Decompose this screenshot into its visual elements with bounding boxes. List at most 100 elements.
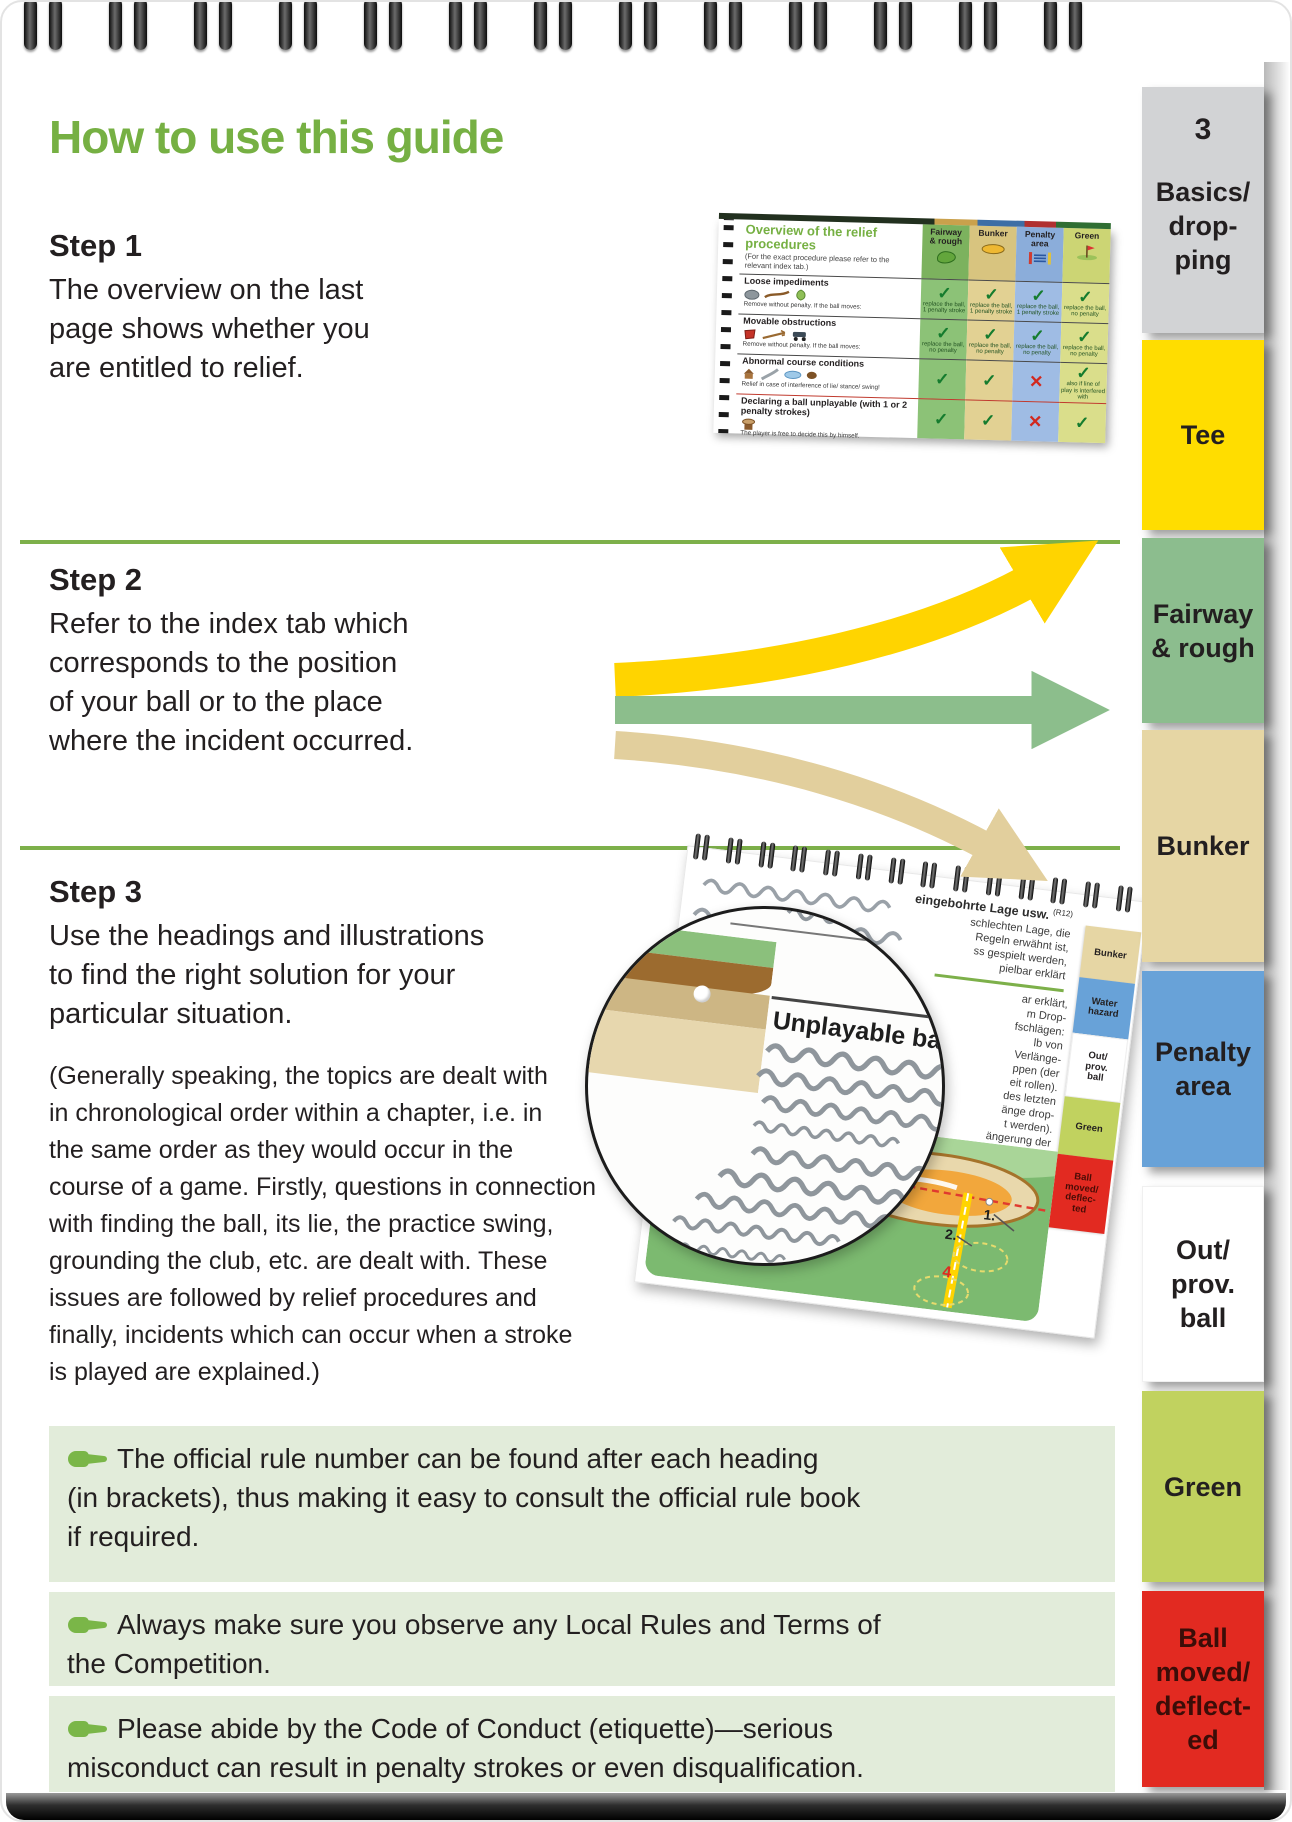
overview-subtitle: (For the exact procedure please refer to… xyxy=(744,251,890,271)
golf-cart-icon xyxy=(792,331,806,342)
fairway-icon xyxy=(936,251,956,264)
tab-bunker[interactable]: Bunker xyxy=(1142,730,1264,962)
overview-title: Overview of the relief procedures xyxy=(745,221,878,253)
step-2-text: where the incident occurred. xyxy=(49,725,414,757)
step-3-illustration: eingebohrte Lage usw. (R12) schlechten L… xyxy=(585,833,1149,1363)
overview-cell: ✕ xyxy=(1011,400,1060,442)
step-1-text: page shows whether you xyxy=(49,313,370,345)
overview-cell: ✓replace the ball, no penalty xyxy=(1013,320,1062,362)
row-loose-impediments: Loose impediments Remove without penalty… xyxy=(738,273,922,319)
overview-thumbnail: Overview of the relief procedures (For t… xyxy=(713,212,1111,444)
overview-table: Overview of the relief procedures (For t… xyxy=(735,219,1111,444)
spiral-coil xyxy=(279,2,317,50)
spiral-coil xyxy=(789,2,827,50)
overview-cell: ✓replace the ball, no penalty xyxy=(1060,321,1109,364)
tab-tee[interactable]: Tee xyxy=(1142,340,1264,530)
section-divider xyxy=(20,846,1120,850)
leaf-icon xyxy=(796,289,806,301)
tip-box-code-of-conduct: Please abide by the Code of Conduct (eti… xyxy=(49,1696,1115,1792)
tab-green[interactable]: Green xyxy=(1142,1391,1264,1582)
tree-stump-icon xyxy=(742,418,756,430)
page-title: How to use this guide xyxy=(49,111,504,163)
spiral-coil xyxy=(874,2,912,50)
can-icon xyxy=(744,329,756,340)
spiral-coil xyxy=(449,2,487,50)
tip-box-rule-number: The official rule number can be found af… xyxy=(49,1426,1115,1582)
row-unplayable-ball: Declaring a ball unplayable (with 1 or 2… xyxy=(735,393,919,440)
magnified-handwriting xyxy=(658,909,942,1263)
bunker-icon xyxy=(981,244,1005,255)
animal-hole-icon xyxy=(806,371,817,379)
overview-cell: ✓replace the ball, 1 penalty stroke xyxy=(1014,280,1063,322)
step-3-heading: Step 3 xyxy=(49,874,143,909)
penalty-area-icon xyxy=(1028,252,1051,265)
yellow-arrow xyxy=(614,540,1099,697)
flag-icon xyxy=(1076,245,1097,261)
stone-icon xyxy=(744,289,760,300)
column-header-fairway-rough: Fairway & rough xyxy=(921,224,970,280)
spiral-coil xyxy=(1044,2,1082,50)
column-header-green: Green xyxy=(1062,227,1111,284)
step-3-text: Use the headings and illustrations xyxy=(49,920,485,952)
spiral-binding xyxy=(24,2,1082,50)
overview-cell: ✓replace the ball, 1 penalty stroke xyxy=(920,278,969,320)
overview-cell: ✓replace the ball, no penalty xyxy=(966,319,1015,361)
overview-cell: ✓ xyxy=(964,399,1013,441)
page-number: 3 xyxy=(1194,113,1212,146)
overview-cell: ✓ xyxy=(917,398,966,440)
step-1-text: are entitled to relief. xyxy=(49,352,304,384)
spiral-coil xyxy=(704,2,742,50)
step-3-note: (Generally speaking, the topics are deal… xyxy=(49,1062,597,1386)
tab-basics-dropping[interactable]: 3 Basics/ drop- ping xyxy=(1142,87,1264,333)
step-1-section: Step 1 The overview on the last page sho… xyxy=(49,228,370,388)
mini-tab-green: Green xyxy=(1057,1096,1121,1161)
shed-icon xyxy=(743,368,754,379)
overview-table-header: Overview of the relief procedures (For t… xyxy=(739,219,922,278)
spiral-coil xyxy=(24,2,62,50)
book-bottom-edge xyxy=(6,1793,1286,1820)
step-2-text: corresponds to the position xyxy=(49,647,398,679)
overview-cell: ✓ xyxy=(1058,401,1107,444)
tab-out-prov-ball[interactable]: Out/prov.ball xyxy=(1142,1186,1264,1382)
overview-cell: ✓replace the ball, 1 penalty stroke xyxy=(967,279,1016,321)
section-divider xyxy=(20,540,1120,544)
spiral-coil xyxy=(109,2,147,50)
step-1-heading: Step 1 xyxy=(49,228,143,263)
branch-icon xyxy=(764,290,790,298)
rake-icon xyxy=(762,329,786,339)
step-3-text: particular situation. xyxy=(49,998,293,1030)
index-tab-arrows xyxy=(614,540,1110,881)
spiral-coil xyxy=(364,2,402,50)
column-header-penalty-area: Penalty area xyxy=(1015,226,1064,282)
path-icon xyxy=(760,368,779,381)
column-header-bunker: Bunker xyxy=(968,225,1017,281)
mini-tab-out-prov-ball: Out/prov.ball xyxy=(1064,1032,1129,1104)
tab-fairway-rough[interactable]: Fairway& rough xyxy=(1142,538,1264,723)
pointing-hand-icon xyxy=(67,1717,107,1741)
pointing-hand-icon xyxy=(67,1613,107,1637)
page-edge-shadow xyxy=(1264,62,1290,1790)
spiral-coil xyxy=(194,2,232,50)
row-movable-obstructions: Movable obstructions Remove without pena… xyxy=(737,313,921,359)
overview-cell: ✓ xyxy=(918,358,967,400)
spiral-coil xyxy=(534,2,572,50)
tan-arrow xyxy=(614,731,1048,881)
step-2-text: of your ball or to the place xyxy=(49,686,383,718)
casual-water-icon xyxy=(784,370,802,379)
spiral-coil xyxy=(959,2,997,50)
step-2-section: Step 2 Refer to the index tab which corr… xyxy=(49,562,413,761)
overview-cell: ✓also if line of play is interfered with xyxy=(1059,361,1108,404)
spiral-coil xyxy=(619,2,657,50)
step-2-heading: Step 2 xyxy=(49,562,143,597)
marker-1: 1. xyxy=(983,1206,997,1223)
step-3-section: Step 3 Use the headings and illustration… xyxy=(49,874,484,1034)
tip-box-local-rules: Always make sure you observe any Local R… xyxy=(49,1592,1115,1686)
pointing-hand-icon xyxy=(67,1447,107,1471)
row-abnormal-course-conditions: Abnormal course conditions Relief in cas… xyxy=(736,353,920,399)
step-2-text: Refer to the index tab which xyxy=(49,608,409,640)
